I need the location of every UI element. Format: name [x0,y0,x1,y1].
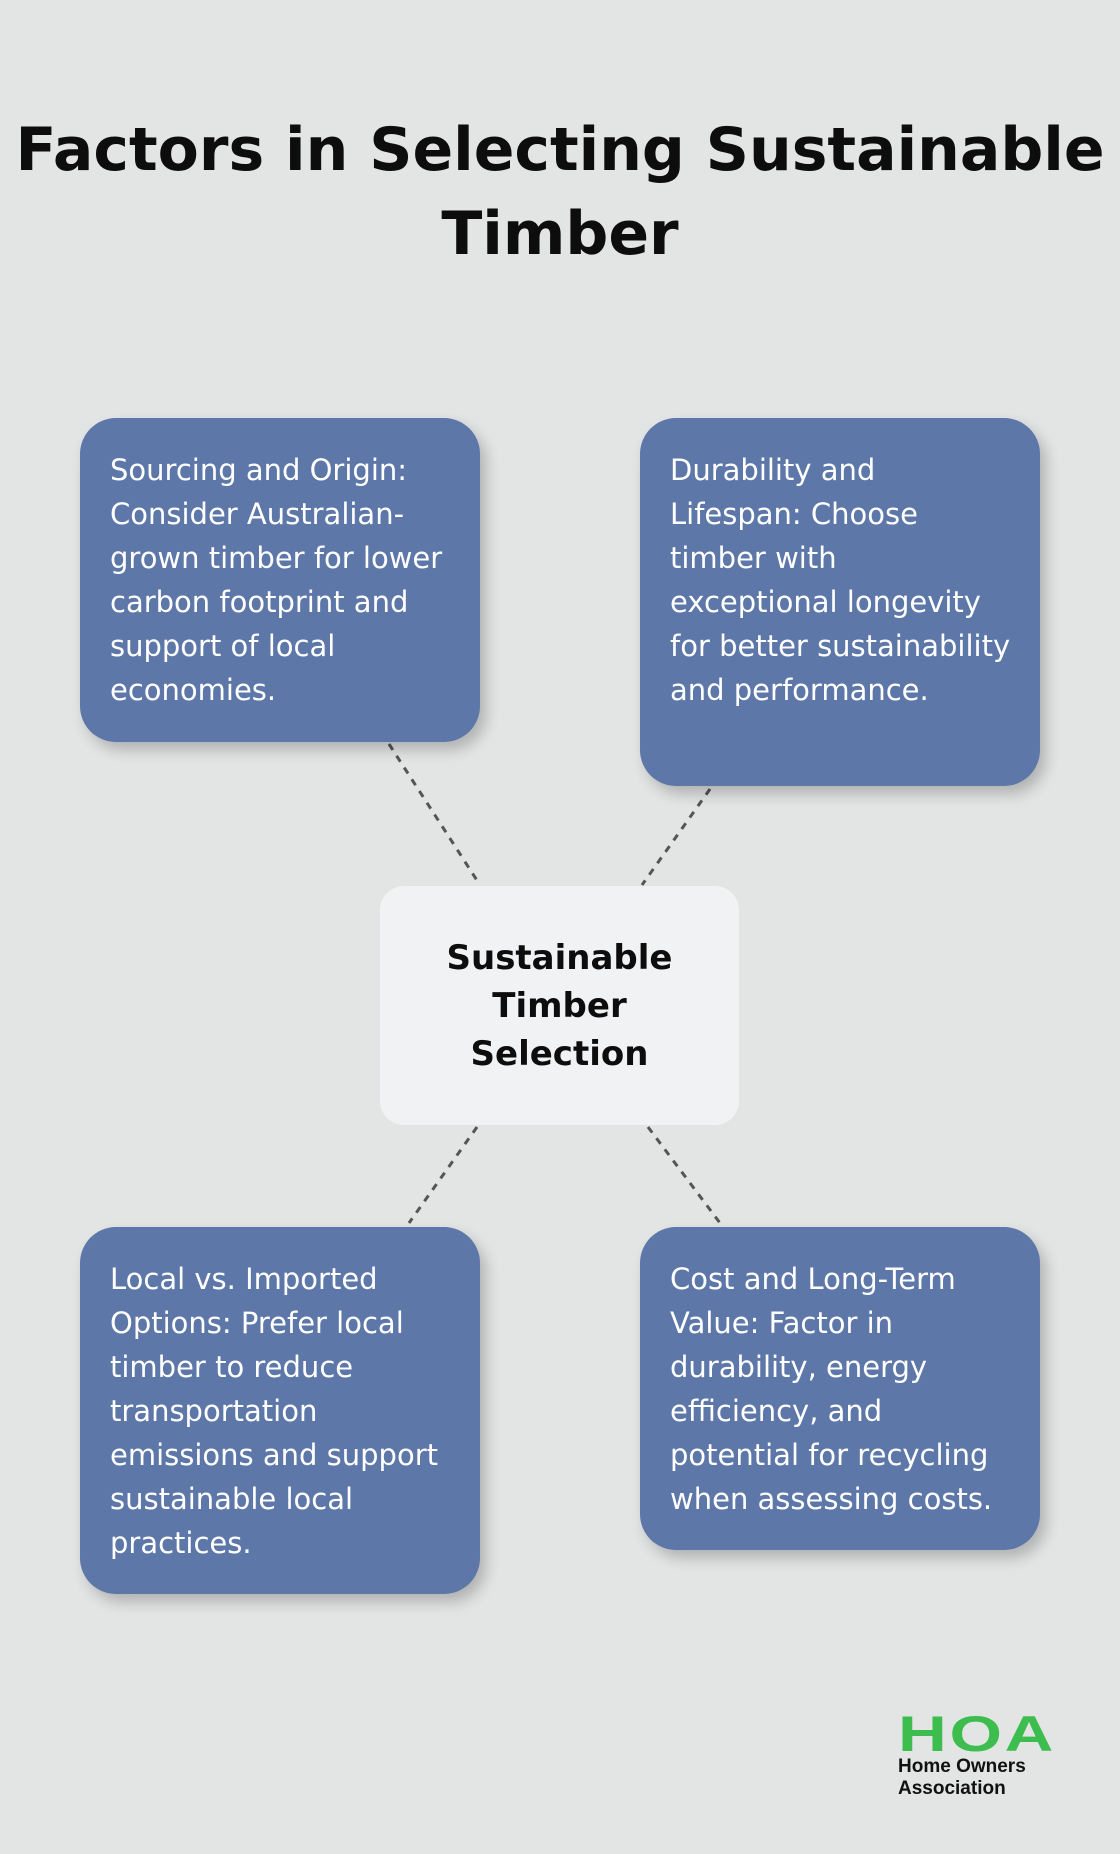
hoa-logo: HOA Home Owners Association [898,1709,1053,1800]
connector-top-right [640,788,712,886]
logo-line2: Association [898,1778,1006,1799]
connector-bottom-right [646,1126,722,1224]
factor-card-cost: Cost and Long-Term Value: Factor in dura… [640,1227,1040,1550]
factor-card-local-vs-imported: Local vs. Imported Options: Prefer local… [80,1227,480,1594]
factor-card-sourcing: Sourcing and Origin: Consider Australian… [80,418,480,742]
factor-card-durability: Durability and Lifespan: Choose timber w… [640,418,1040,786]
central-node: Sustainable Timber Selection [380,886,739,1125]
page-title: Factors in Selecting Sustainable Timber [15,115,1105,269]
connector-top-left [387,743,482,886]
logo-mark: HOA [898,1706,1057,1762]
connector-bottom-left [407,1126,479,1224]
logo-line1: Home Owners [898,1756,1026,1777]
